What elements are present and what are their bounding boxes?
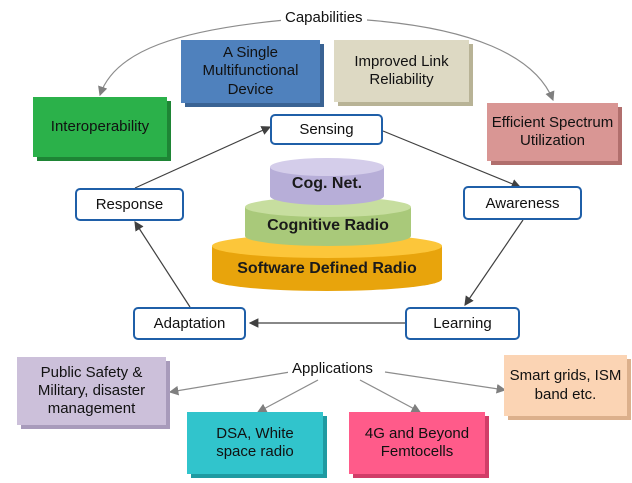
stack-cog-net-label: Cog. Net.: [291, 175, 363, 193]
application-smart-grids: Smart grids, ISM band etc.: [504, 355, 627, 416]
stack-cog-net-layer: [270, 158, 384, 205]
application-dsa-label: DSA, White space radio: [216, 424, 294, 460]
applications-title: Applications: [288, 360, 377, 377]
applications-arrow-dsa: [256, 379, 319, 413]
capability-single-device: A Single Multifunctional Device: [181, 40, 320, 103]
application-public-safety: Public Safety & Military, disaster manag…: [17, 357, 166, 425]
applications-arrow-public-safety: [168, 371, 291, 396]
capability-link-reliability: Improved Link Reliability: [334, 40, 469, 102]
cycle-step-adaptation: Adaptation: [133, 307, 246, 340]
capabilities-arc-right: [366, 19, 555, 102]
stack-cognitive-radio-label: Cognitive Radio: [267, 217, 389, 235]
application-public-safety-label: Public Safety & Military, disaster manag…: [37, 363, 146, 418]
application-smart-grids-label: Smart grids, ISM band etc.: [509, 367, 622, 403]
capability-interoperability-label: Interoperability: [50, 117, 150, 135]
cycle-step-learning: Learning: [405, 307, 520, 340]
cycle-arrow-sensing-awareness: [382, 130, 522, 189]
stack-sdr-label: Software Defined Radio: [237, 260, 417, 278]
applications-arrow-smart-grids: [384, 371, 507, 394]
cycle-step-awareness: Awareness: [463, 186, 582, 220]
capabilities-title: Capabilities: [281, 9, 367, 26]
cycle-step-response: Response: [75, 188, 184, 221]
application-dsa: DSA, White space radio: [187, 412, 323, 474]
cycle-step-sensing: Sensing: [270, 114, 383, 145]
capability-interoperability: Interoperability: [33, 97, 167, 157]
capabilities-arc-left: [98, 19, 286, 97]
cycle-arrow-adaptation-response: [134, 220, 191, 308]
application-4g: 4G and Beyond Femtocells: [349, 412, 485, 474]
cycle-arrow-response-sensing: [134, 126, 272, 189]
capability-single-device-label: A Single Multifunctional Device: [202, 44, 299, 98]
capability-link-reliability-label: Improved Link Reliability: [354, 52, 449, 88]
cycle-arrow-awareness-learning: [464, 219, 524, 306]
capability-spectrum-utilization: Efficient Spectrum Utilization: [487, 103, 618, 161]
applications-arrow-4g: [359, 379, 422, 413]
capability-spectrum-utilization-label: Efficient Spectrum Utilization: [491, 113, 614, 149]
application-4g-label: 4G and Beyond Femtocells: [364, 424, 470, 460]
